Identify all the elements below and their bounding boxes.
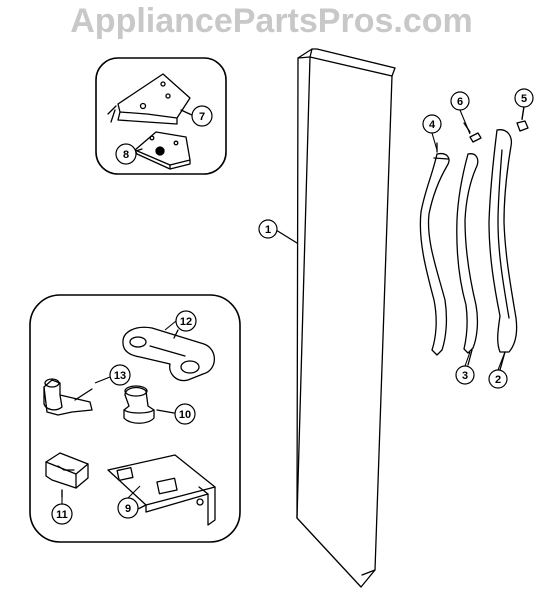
door-panel	[296, 48, 396, 588]
callout-1: 1	[258, 219, 278, 239]
callout-5-label: 5	[521, 93, 527, 105]
callout-2: 2	[488, 369, 508, 389]
callout-2-label: 2	[495, 374, 501, 386]
hinge-inset-bottom	[29, 294, 241, 543]
callout-12-label: 12	[180, 316, 192, 328]
gasket-strip-3	[456, 153, 479, 366]
leader-1	[275, 229, 298, 244]
callout-12: 12	[175, 310, 197, 332]
gasket-strip-2	[488, 129, 518, 371]
watermark-logo: AppliancePartsPros.com	[70, 2, 473, 40]
callout-4-label: 4	[429, 119, 436, 131]
callout-6-label: 6	[457, 96, 463, 108]
callout-leaders	[61, 106, 525, 504]
callout-9-label: 9	[125, 503, 131, 515]
callout-1-label: 1	[265, 224, 271, 236]
callout-7: 7	[191, 105, 213, 127]
callout-9: 9	[117, 497, 139, 519]
callout-8: 8	[115, 143, 137, 165]
callout-13-label: 13	[114, 370, 126, 382]
callout-3-label: 3	[462, 370, 468, 382]
callout-7-label: 7	[199, 111, 205, 123]
callout-3: 3	[455, 365, 475, 385]
callout-13: 13	[109, 364, 131, 386]
callout-8-label: 8	[123, 149, 129, 161]
callout-11-label: 11	[56, 509, 68, 521]
callout-10-label: 10	[179, 409, 191, 421]
callout-5: 5	[514, 88, 534, 108]
callout-10: 10	[174, 403, 196, 425]
hinge-inset-top	[95, 57, 227, 175]
callout-4: 4	[422, 114, 442, 134]
gasket-strip-4	[419, 142, 450, 356]
callout-11: 11	[51, 503, 73, 525]
callout-6: 6	[450, 91, 470, 111]
